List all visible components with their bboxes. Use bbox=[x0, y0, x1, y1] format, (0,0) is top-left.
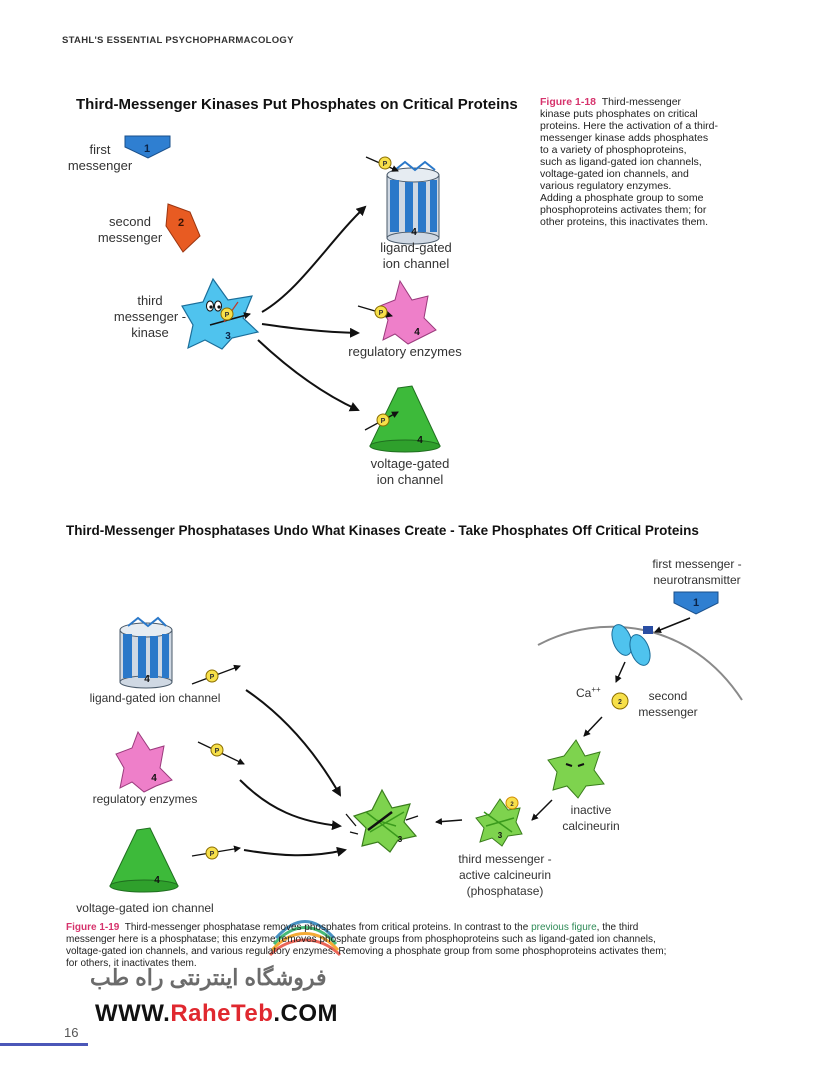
running-header: STAHL'S ESSENTIAL PSYCHOPHARMACOLOGY bbox=[62, 35, 294, 46]
phosphatase-complex-shape: 3 bbox=[345, 788, 419, 853]
voltage-gated-channel-shape: 4 P bbox=[364, 385, 441, 453]
label-regulatory-bottom: regulatory enzymes bbox=[92, 792, 198, 806]
label-inactive-calcineurin: inactive calcineurin bbox=[562, 803, 620, 833]
phosphate-symbol: P bbox=[383, 161, 388, 168]
kinase-shape: P 3 bbox=[181, 277, 260, 350]
caption-line: kinase puts phosphates on critical bbox=[540, 108, 698, 120]
ligand-gated-channel-shape: 4 P bbox=[365, 156, 440, 245]
arrow-to-ligand-channel bbox=[261, 205, 367, 313]
calcium-channel-shape bbox=[611, 624, 653, 683]
label-second-messenger: second messenger bbox=[97, 214, 163, 245]
second-messenger-shape: 2 bbox=[165, 203, 201, 253]
caption-line: voltage-gated ion channels, and various … bbox=[66, 946, 667, 957]
kinase-number: 3 bbox=[225, 331, 231, 342]
arrow-enzyme-to-phosphatase bbox=[239, 779, 342, 831]
caption-line: proteins. Here the activation of a third… bbox=[540, 120, 719, 132]
page-number-rule bbox=[0, 1043, 88, 1046]
caption-line: such as ligand-gated ion channels, bbox=[540, 156, 702, 168]
caption-line: messenger here is a phosphatase; this en… bbox=[66, 934, 656, 945]
first-messenger-bottom-shape: 1 bbox=[654, 591, 719, 634]
label-regulatory-top: regulatory enzymes bbox=[348, 344, 462, 359]
messenger-number: 3 bbox=[498, 831, 503, 840]
caption-line: messenger kinase adds phosphates bbox=[540, 132, 709, 144]
arrow-ligand-to-phosphatase bbox=[245, 689, 341, 797]
phosphate-symbol: P bbox=[225, 312, 230, 319]
phosphate-symbol: P bbox=[379, 310, 384, 317]
arrow-calcineurin-to-complex bbox=[435, 818, 463, 826]
figure-1-19-title: Third-Messenger Phosphatases Undo What K… bbox=[66, 523, 699, 538]
active-calcineurin-shape: 2 3 bbox=[475, 796, 523, 847]
phosphate-symbol: P bbox=[215, 748, 220, 755]
messenger-number: 1 bbox=[144, 143, 150, 155]
watermark-url: WWW.RaheTeb.COM bbox=[95, 1000, 339, 1027]
label-calcium: Ca++ bbox=[576, 685, 601, 700]
label-second-messenger-bottom: second messenger bbox=[638, 689, 698, 719]
watermark-persian-text: فروشگاه اینترنتی راه طب bbox=[90, 965, 327, 990]
label-active-calcineurin: third messenger - active calcineurin (ph… bbox=[458, 852, 552, 898]
voltage-gated-channel-bottom-shape: 4 P bbox=[109, 827, 241, 893]
channel-number: 4 bbox=[411, 227, 417, 238]
caption-line: Third-messenger bbox=[601, 96, 682, 108]
caption-line: voltage-gated ion channels, and bbox=[540, 168, 689, 180]
figure-1-19-caption: Figure 1-19 Third-messenger phosphatase … bbox=[66, 922, 766, 970]
channel-number: 4 bbox=[144, 674, 150, 685]
inactive-calcineurin-shape bbox=[547, 739, 605, 799]
arrow-to-voltage-channel bbox=[257, 339, 360, 412]
phosphate-symbol: P bbox=[381, 418, 386, 425]
previous-figure-link[interactable]: previous figure bbox=[531, 922, 597, 933]
figure-1-19-label: Figure 1-19 bbox=[66, 922, 120, 933]
ion-number: 2 bbox=[618, 699, 622, 706]
caption-line: other proteins, this inactivates them. bbox=[540, 216, 709, 228]
ion-number: 2 bbox=[510, 802, 514, 808]
channel-number: 4 bbox=[154, 875, 160, 886]
phosphate-symbol: P bbox=[210, 851, 215, 858]
ligand-gated-channel-bottom-shape: 4 P bbox=[119, 616, 241, 689]
arrow-to-regulatory-enzyme bbox=[261, 323, 360, 338]
messenger-number: 3 bbox=[398, 835, 403, 844]
caption-line: Adding a phosphate group to some bbox=[540, 192, 704, 204]
label-ligand-gated-bottom: ligand-gated ion channel bbox=[89, 691, 221, 705]
caption-line: to a variety of phosphoproteins, bbox=[540, 144, 687, 156]
arrow-calcium-to-calcineurin bbox=[583, 716, 603, 737]
watermark-book-icon bbox=[268, 920, 342, 957]
messenger-number: 2 bbox=[178, 217, 184, 229]
arrow-inactive-to-active bbox=[531, 799, 553, 821]
phosphate-symbol: P bbox=[210, 674, 215, 681]
enzyme-number: 4 bbox=[414, 327, 420, 338]
label-first-messenger: first messenger bbox=[67, 142, 133, 173]
arrow-voltage-to-phosphatase bbox=[243, 846, 347, 857]
label-voltage-gated-bottom: voltage-gated ion channel bbox=[76, 901, 214, 915]
label-first-messenger-bottom: first messenger - neurotransmitter bbox=[652, 557, 742, 587]
caption-line: phosphoproteins activates them; for bbox=[540, 204, 707, 216]
figure-1-18-label: Figure 1-18 bbox=[540, 96, 597, 108]
channel-number: 4 bbox=[417, 435, 423, 446]
regulatory-enzyme-shape: 4 P bbox=[357, 279, 437, 345]
page-number: 16 bbox=[64, 1025, 79, 1040]
caption-line: various regulatory enzymes. bbox=[540, 180, 672, 192]
label-third-messenger: third messenger - kinase bbox=[113, 293, 187, 340]
label-voltage-gated-top: voltage-gated ion channel bbox=[370, 456, 450, 487]
enzyme-number: 4 bbox=[151, 773, 157, 784]
messenger-number: 1 bbox=[693, 597, 699, 609]
calcium-ion-shape: 2 bbox=[611, 692, 629, 710]
caption-line: for others, it inactivates them. bbox=[66, 958, 197, 969]
label-ligand-gated-top: ligand-gated ion channel bbox=[380, 240, 452, 271]
regulatory-enzyme-bottom-shape: 4 P bbox=[115, 730, 245, 793]
figure-1-18-caption: Figure 1-18 Third-messenger kinase puts … bbox=[540, 96, 750, 228]
figure-1-18-title: Third-Messenger Kinases Put Phosphates o… bbox=[76, 96, 518, 113]
first-messenger-shape: 1 bbox=[124, 135, 171, 159]
